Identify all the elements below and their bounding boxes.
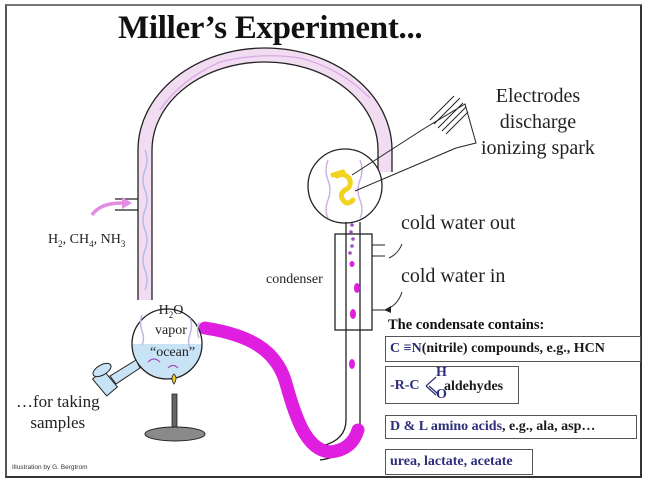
gas-inlet xyxy=(90,197,138,217)
slide-frame xyxy=(5,4,642,478)
samples-label: …for taking samples xyxy=(16,392,100,432)
electrodes-label: Electrodes discharge ionizing spark xyxy=(481,83,595,161)
condensate-item-nitrile: C ≡N (nitrile) compounds, e.g., HCN xyxy=(385,336,641,362)
gas-arrow xyxy=(90,201,123,217)
water-in-arrow xyxy=(388,291,403,309)
spark xyxy=(334,171,356,206)
return-tube xyxy=(198,222,365,461)
spark-chamber xyxy=(307,148,383,224)
condenser-column xyxy=(334,233,403,331)
condensate-flow xyxy=(198,321,365,459)
aldehyde-bond-icon xyxy=(425,376,439,396)
condensate-item-amino-acids: D & L amino acids, e.g., ala, asp… xyxy=(385,415,637,439)
electrodes-label-line: ionizing spark xyxy=(481,137,595,159)
condensate-heading: The condensate contains: xyxy=(388,317,545,333)
cold-water-in-label: cold water in xyxy=(401,265,506,287)
page-title: Miller’s Experiment... xyxy=(118,10,423,46)
condenser-label: condenser xyxy=(266,272,323,287)
burner xyxy=(144,373,206,442)
h2o-vapor-label: H2O vapor xyxy=(155,303,187,338)
water-out-arrow xyxy=(388,243,403,259)
electrodes xyxy=(351,95,477,192)
ocean-label: “ocean” xyxy=(150,345,196,360)
condensate-item-aldehydes: -R-C H O aldehydes xyxy=(385,365,519,404)
electrodes-label-line: discharge xyxy=(499,111,577,133)
electrodes-label-line: Electrodes xyxy=(495,85,581,107)
flame-icon xyxy=(171,373,177,385)
illustration-credit: Illustration by G. Bergtrom xyxy=(12,464,88,471)
gases-label: H2, CH4, NH3 xyxy=(48,232,126,249)
condensate-item-urea: urea, lactate, acetate xyxy=(385,449,533,475)
loop-tube xyxy=(137,47,393,300)
sampling-stopcock xyxy=(91,359,141,397)
cold-water-out-label: cold water out xyxy=(401,212,516,234)
